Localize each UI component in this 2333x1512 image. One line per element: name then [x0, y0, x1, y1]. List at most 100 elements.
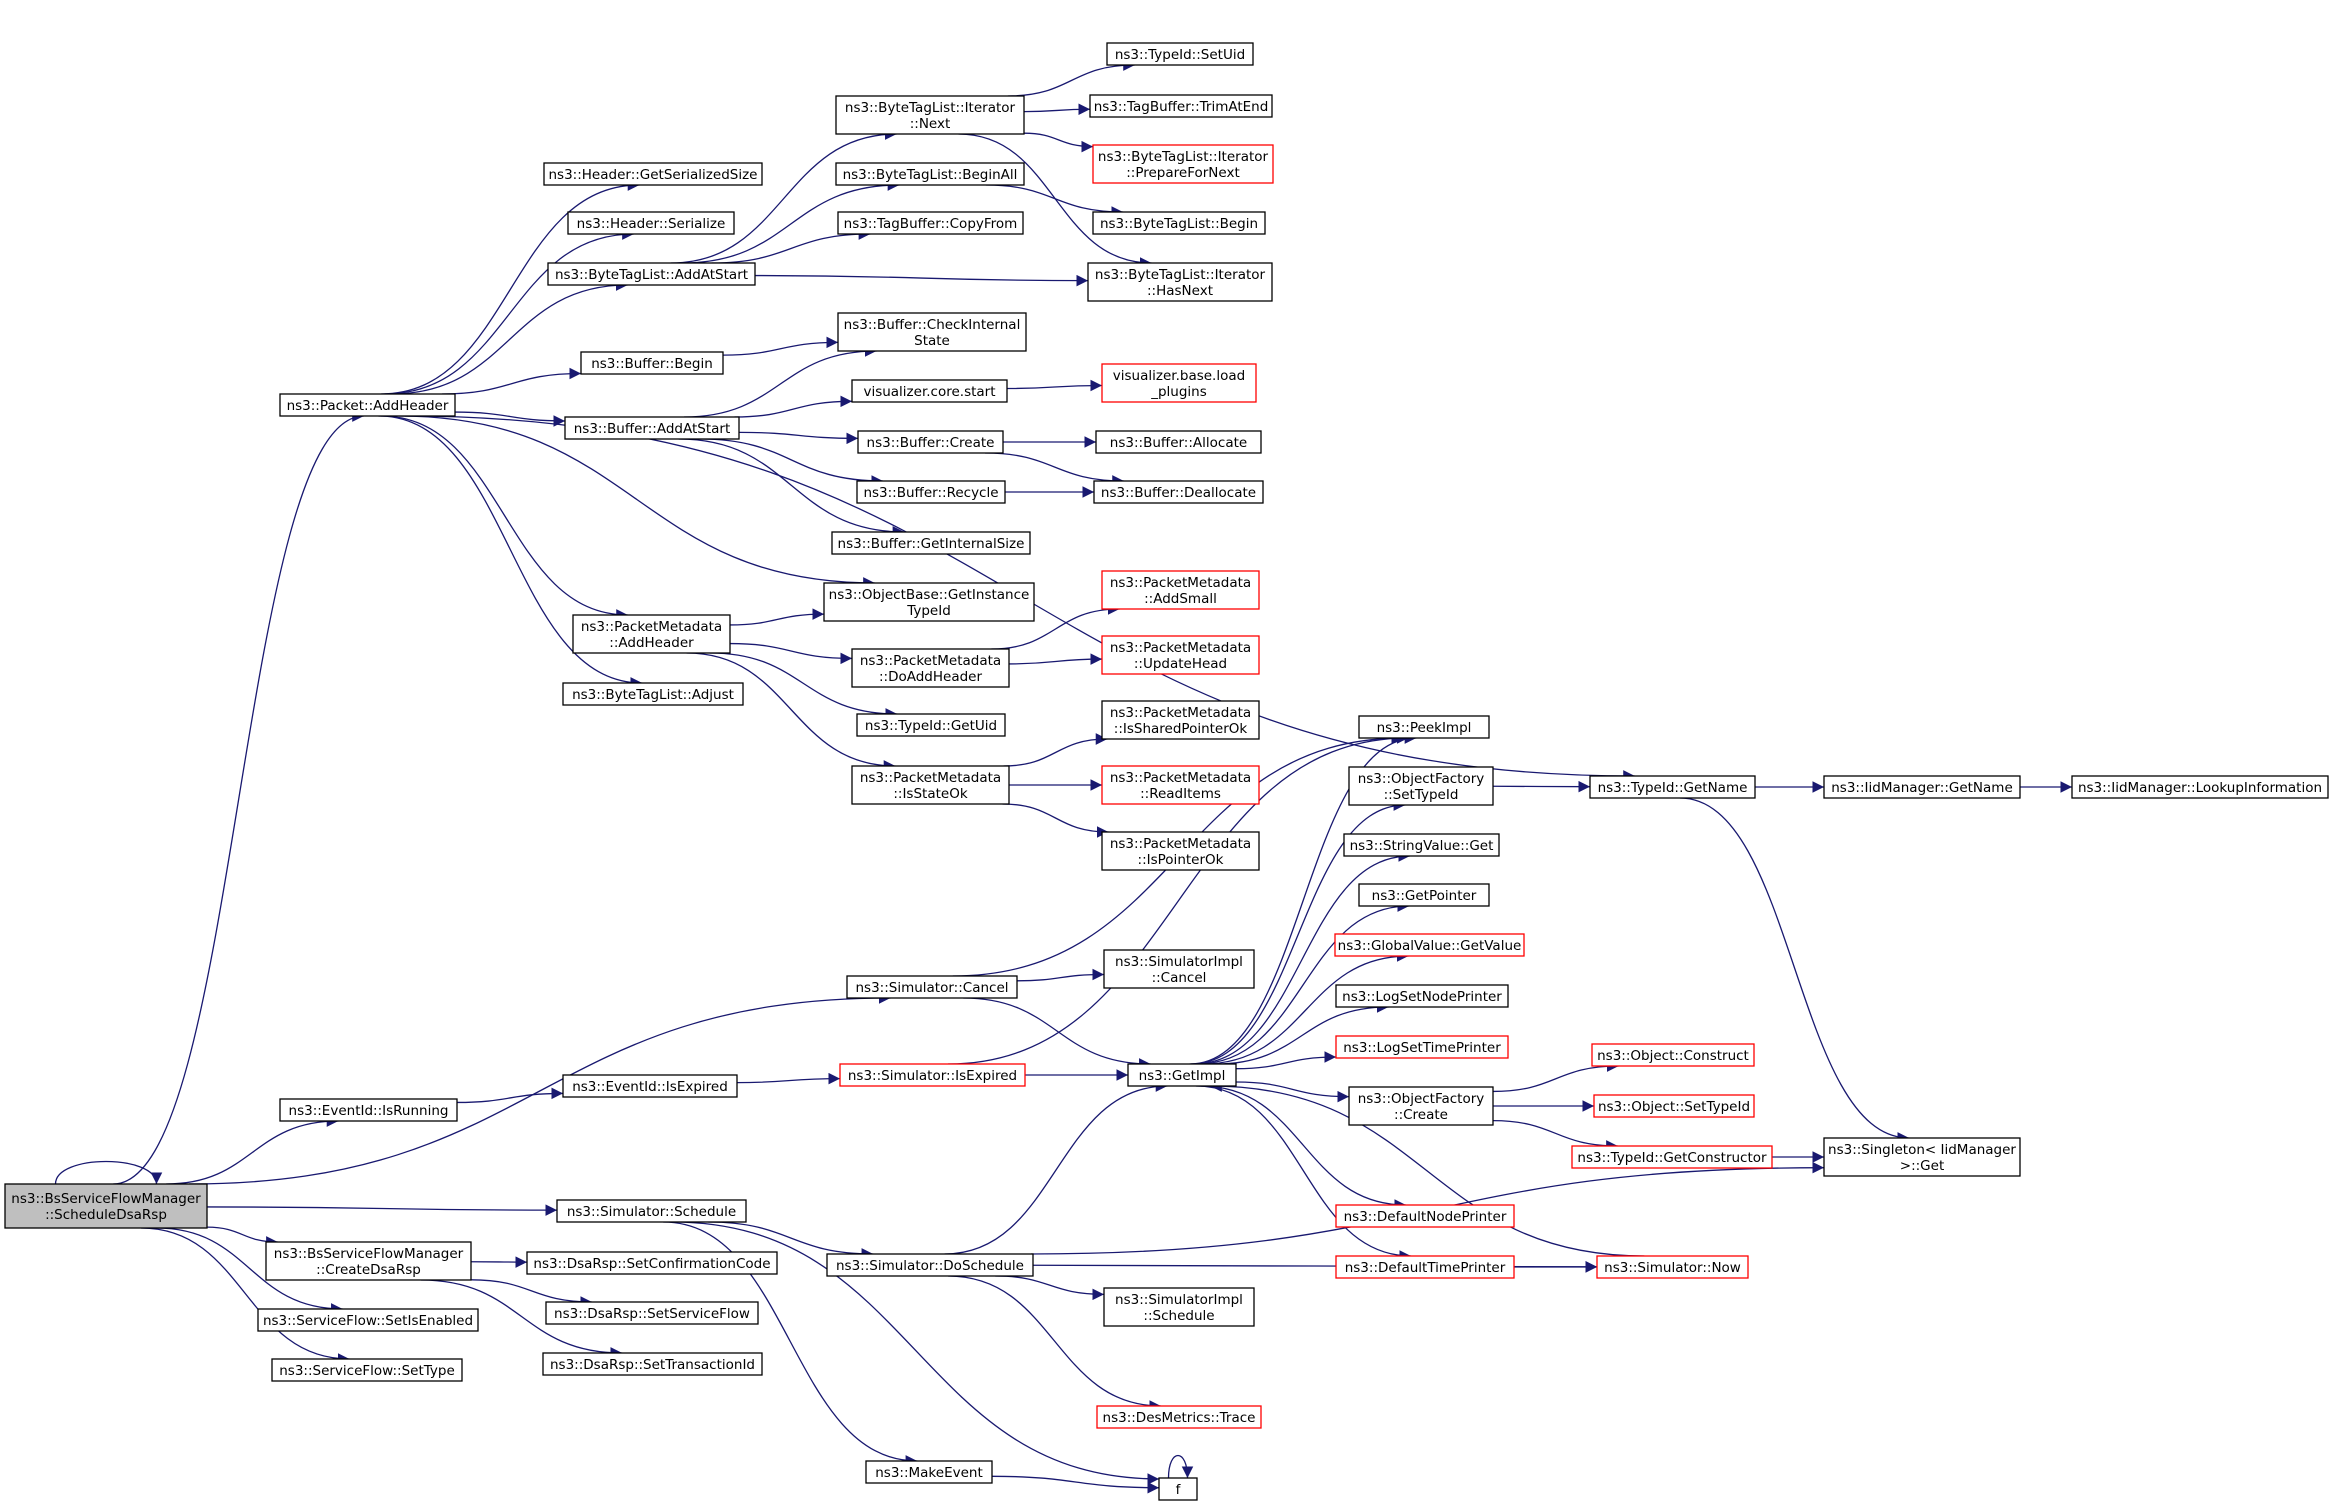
edge-getImpl-to-logSetTimePrinter	[1235, 1051, 1337, 1070]
node-bufCreate[interactable]: ns3::Buffer::Create	[857, 430, 1004, 454]
node-pmReadItems[interactable]: ns3::PacketMetadata::ReadItems	[1101, 765, 1260, 805]
node-label: ns3::Buffer::CheckInternal	[844, 317, 1021, 333]
node-label: ns3::TagBuffer::CopyFrom	[844, 216, 1018, 232]
node-bufBegin[interactable]: ns3::Buffer::Begin	[580, 351, 724, 375]
node-sfSetType[interactable]: ns3::ServiceFlow::SetType	[271, 1358, 463, 1382]
node-getImpl[interactable]: ns3::GetImpl	[1127, 1063, 1237, 1087]
node-label: ns3::ObjectFactory	[1358, 1091, 1485, 1107]
edge-simIsExpired-to-peekImpl	[948, 732, 1409, 1065]
node-label: ns3::ServiceFlow::SetType	[279, 1363, 455, 1379]
node-logSetNodePrinter[interactable]: ns3::LogSetNodePrinter	[1335, 984, 1509, 1008]
node-label: ns3::DesMetrics::Trace	[1103, 1410, 1256, 1426]
node-btlBegin[interactable]: ns3::ByteTagList::Begin	[1092, 211, 1266, 235]
edge-btlIterNext-to-tbTrimAtEnd	[1023, 103, 1091, 116]
node-ofCreate[interactable]: ns3::ObjectFactory::Create	[1348, 1086, 1494, 1126]
node-desTrace[interactable]: ns3::DesMetrics::Trace	[1096, 1405, 1262, 1429]
node-label: ns3::Object::Construct	[1597, 1048, 1749, 1064]
node-dsaSetTid[interactable]: ns3::DsaRsp::SetTransactionId	[542, 1352, 763, 1376]
node-label: ns3::Simulator::IsExpired	[848, 1068, 1017, 1084]
edge-pmAddHeader-to-pmIsStateOk	[686, 652, 896, 772]
node-objSetTypeId[interactable]: ns3::Object::SetTypeId	[1593, 1094, 1755, 1118]
node-peekImpl[interactable]: ns3::PeekImpl	[1358, 715, 1490, 739]
node-box	[562, 1074, 738, 1098]
node-label: State	[914, 333, 950, 349]
node-pmIsPointerOk[interactable]: ns3::PacketMetadata::IsPointerOk	[1101, 831, 1260, 871]
node-label: ns3::Packet::AddHeader	[287, 398, 449, 414]
node-pmAddHeader[interactable]: ns3::PacketMetadata::AddHeader	[572, 614, 731, 654]
node-vizCoreStart[interactable]: visualizer.core.start	[851, 379, 1008, 403]
node-getPointer[interactable]: ns3::GetPointer	[1358, 883, 1490, 907]
node-simCancel[interactable]: ns3::Simulator::Cancel	[846, 975, 1018, 999]
edge-ofCreate-to-objConstruct	[1492, 1060, 1619, 1093]
node-f[interactable]: f	[1158, 1477, 1198, 1501]
node-bufAddAtStart[interactable]: ns3::Buffer::AddAtStart	[564, 416, 740, 440]
node-dsaSetSF[interactable]: ns3::DsaRsp::SetServiceFlow	[545, 1301, 759, 1325]
node-tbCopyFrom[interactable]: ns3::TagBuffer::CopyFrom	[837, 211, 1024, 235]
node-hdrGetSerSize[interactable]: ns3::Header::GetSerializedSize	[543, 162, 763, 186]
node-bufGetInternalSize[interactable]: ns3::Buffer::GetInternalSize	[831, 531, 1031, 555]
node-simDoSchedule[interactable]: ns3::Simulator::DoSchedule	[826, 1253, 1034, 1277]
node-label: ::IsPointerOk	[1138, 852, 1224, 868]
node-iidGetName[interactable]: ns3::IidManager::GetName	[1823, 775, 2021, 799]
node-singletonGet[interactable]: ns3::Singleton< IidManager>::Get	[1823, 1137, 2021, 1177]
node-btlIterHasNext[interactable]: ns3::ByteTagList::Iterator::HasNext	[1087, 262, 1273, 302]
node-typeIdGetCtor[interactable]: ns3::TypeId::GetConstructor	[1571, 1145, 1773, 1169]
node-eventIsRunning[interactable]: ns3::EventId::IsRunning	[279, 1098, 458, 1122]
node-label: ns3::Buffer::Deallocate	[1101, 485, 1256, 501]
node-root[interactable]: ns3::BsServiceFlowManager::ScheduleDsaRs…	[4, 1183, 208, 1229]
edge-bufBegin-to-bufCheckInternal	[722, 336, 839, 356]
node-btlIterNext[interactable]: ns3::ByteTagList::Iterator::Next	[835, 95, 1025, 135]
node-pmUpdateHead[interactable]: ns3::PacketMetadata::UpdateHead	[1101, 635, 1260, 675]
node-box	[1348, 1086, 1494, 1126]
node-hdrSerialize[interactable]: ns3::Header::Serialize	[567, 211, 735, 235]
node-bufDeallocate[interactable]: ns3::Buffer::Deallocate	[1093, 480, 1264, 504]
node-objConstruct[interactable]: ns3::Object::Construct	[1591, 1043, 1755, 1067]
node-box	[1823, 775, 2021, 799]
node-simSchedule[interactable]: ns3::Simulator::Schedule	[556, 1199, 747, 1223]
node-dsaSetConf[interactable]: ns3::DsaRsp::SetConfirmationCode	[526, 1251, 778, 1275]
node-btlAddAtStart[interactable]: ns3::ByteTagList::AddAtStart	[547, 262, 756, 286]
node-defNodePrinter[interactable]: ns3::DefaultNodePrinter	[1335, 1204, 1515, 1228]
node-btlIterPrepare[interactable]: ns3::ByteTagList::Iterator::PrepareForNe…	[1092, 144, 1274, 184]
node-strValueGet[interactable]: ns3::StringValue::Get	[1343, 833, 1500, 857]
node-btlAdjust[interactable]: ns3::ByteTagList::Adjust	[562, 682, 744, 706]
node-gvGetValue[interactable]: ns3::GlobalValue::GetValue	[1334, 933, 1525, 957]
edge-pmIsStateOk-to-pmIsPointerOk	[1002, 803, 1109, 838]
node-pmIsStateOk[interactable]: ns3::PacketMetadata::IsStateOk	[851, 765, 1010, 805]
node-addHeader[interactable]: ns3::Packet::AddHeader	[279, 393, 456, 417]
edge-btlAddAtStart-to-btlIterNext	[670, 128, 897, 264]
node-sfSetIsEnabled[interactable]: ns3::ServiceFlow::SetIsEnabled	[257, 1308, 479, 1332]
node-tbTrimAtEnd[interactable]: ns3::TagBuffer::TrimAtEnd	[1089, 94, 1273, 118]
node-defTimePrinter[interactable]: ns3::DefaultTimePrinter	[1335, 1255, 1515, 1279]
node-typeIdSetUid[interactable]: ns3::TypeId::SetUid	[1106, 42, 1254, 66]
node-eventIsExpired[interactable]: ns3::EventId::IsExpired	[562, 1074, 738, 1098]
edge-btlAddAtStart-to-btlIterHasNext	[754, 274, 1089, 287]
node-pmAddSmall[interactable]: ns3::PacketMetadata::AddSmall	[1101, 570, 1260, 610]
node-simIsExpired[interactable]: ns3::Simulator::IsExpired	[839, 1063, 1026, 1087]
node-pmIsSharedPtrOk[interactable]: ns3::PacketMetadata::IsSharedPointerOk	[1101, 700, 1260, 740]
node-pmDoAddHeader[interactable]: ns3::PacketMetadata::DoAddHeader	[851, 648, 1010, 688]
node-bufRecycle[interactable]: ns3::Buffer::Recycle	[856, 480, 1006, 504]
node-logSetTimePrinter[interactable]: ns3::LogSetTimePrinter	[1335, 1035, 1509, 1059]
node-box	[835, 162, 1025, 186]
node-createDsaRsp[interactable]: ns3::BsServiceFlowManager::CreateDsaRsp	[265, 1241, 472, 1281]
node-vizLoadPlugins[interactable]: visualizer.base.load_plugins	[1101, 363, 1257, 403]
node-box	[1335, 984, 1509, 1008]
node-iidLookup[interactable]: ns3::IidManager::LookupInformation	[2071, 775, 2329, 799]
node-ofSetTypeId[interactable]: ns3::ObjectFactory::SetTypeId	[1348, 766, 1494, 806]
node-typeIdGetUid[interactable]: ns3::TypeId::GetUid	[856, 713, 1006, 737]
node-label: ns3::PacketMetadata	[860, 770, 1001, 786]
node-makeEvent[interactable]: ns3::MakeEvent	[865, 1460, 993, 1484]
node-typeIdGetName[interactable]: ns3::TypeId::GetName	[1589, 775, 1756, 799]
edge-simSchedule-to-makeEvent	[663, 1221, 918, 1467]
node-simImplSchedule[interactable]: ns3::SimulatorImpl::Schedule	[1103, 1287, 1255, 1327]
node-box	[826, 1253, 1034, 1277]
node-simNow[interactable]: ns3::Simulator::Now	[1596, 1255, 1749, 1279]
edge-getImpl-to-gvGetValue	[1202, 950, 1409, 1065]
node-btlBeginAll[interactable]: ns3::ByteTagList::BeginAll	[835, 162, 1025, 186]
node-simImplCancel[interactable]: ns3::SimulatorImpl::Cancel	[1103, 949, 1255, 989]
node-label: ns3::ObjectFactory	[1358, 771, 1485, 787]
node-bufAllocate[interactable]: ns3::Buffer::Allocate	[1095, 430, 1262, 454]
